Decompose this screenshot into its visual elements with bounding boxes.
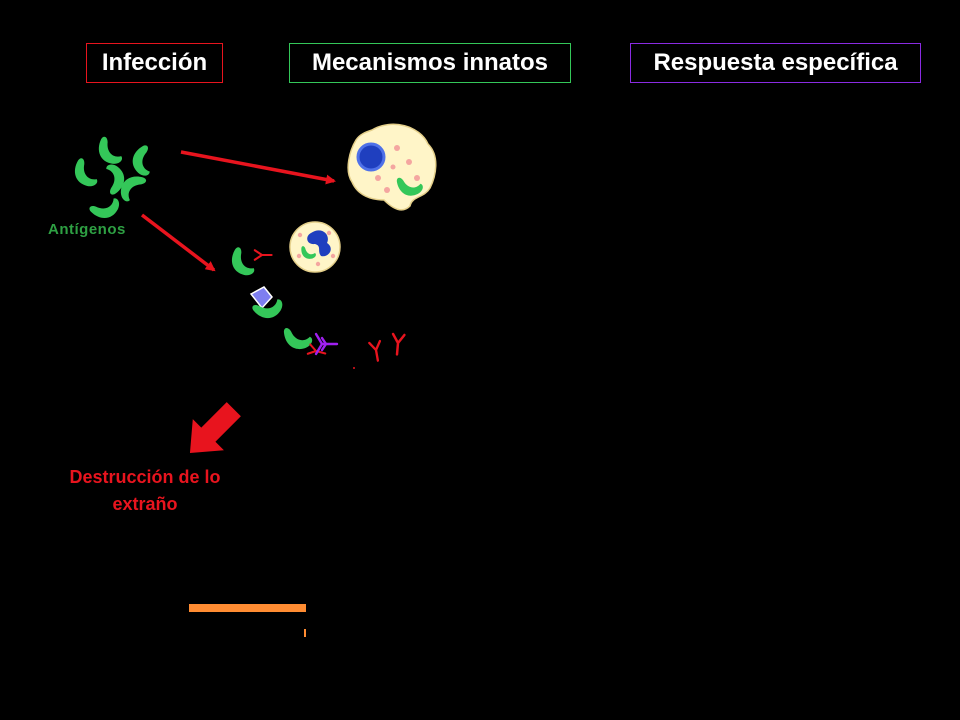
header-specific-response: Respuesta específica	[630, 43, 921, 83]
receptor-icon	[314, 332, 339, 356]
timeline-tick	[304, 629, 306, 637]
header-infection: Infección	[86, 43, 223, 83]
antigen-icon	[279, 319, 315, 356]
header-innate-mechanisms: Mecanismos innatos	[289, 43, 571, 83]
arrow-to-macrophage	[180, 150, 336, 185]
antigen-icon	[96, 134, 123, 167]
destruction-label: Destrucción de lo extraño	[69, 467, 221, 514]
arrow-to-innate-effectors	[140, 213, 216, 272]
antibody-icon	[253, 249, 273, 261]
antigen-icon	[230, 246, 255, 277]
antigen-icon	[127, 142, 160, 178]
antigen-cluster	[73, 134, 160, 221]
timeline-bar	[189, 604, 306, 612]
antigens-label: Antígenos	[48, 221, 126, 238]
antibody-icon	[368, 339, 385, 363]
antigen-icon	[88, 194, 121, 221]
down-left-arrow-icon	[189, 402, 241, 454]
antigen-icon	[73, 157, 98, 188]
complement-icon	[249, 286, 273, 310]
neutrophil-icon	[289, 221, 341, 273]
macrophage-icon	[347, 123, 437, 211]
antibody-icon	[390, 332, 406, 357]
